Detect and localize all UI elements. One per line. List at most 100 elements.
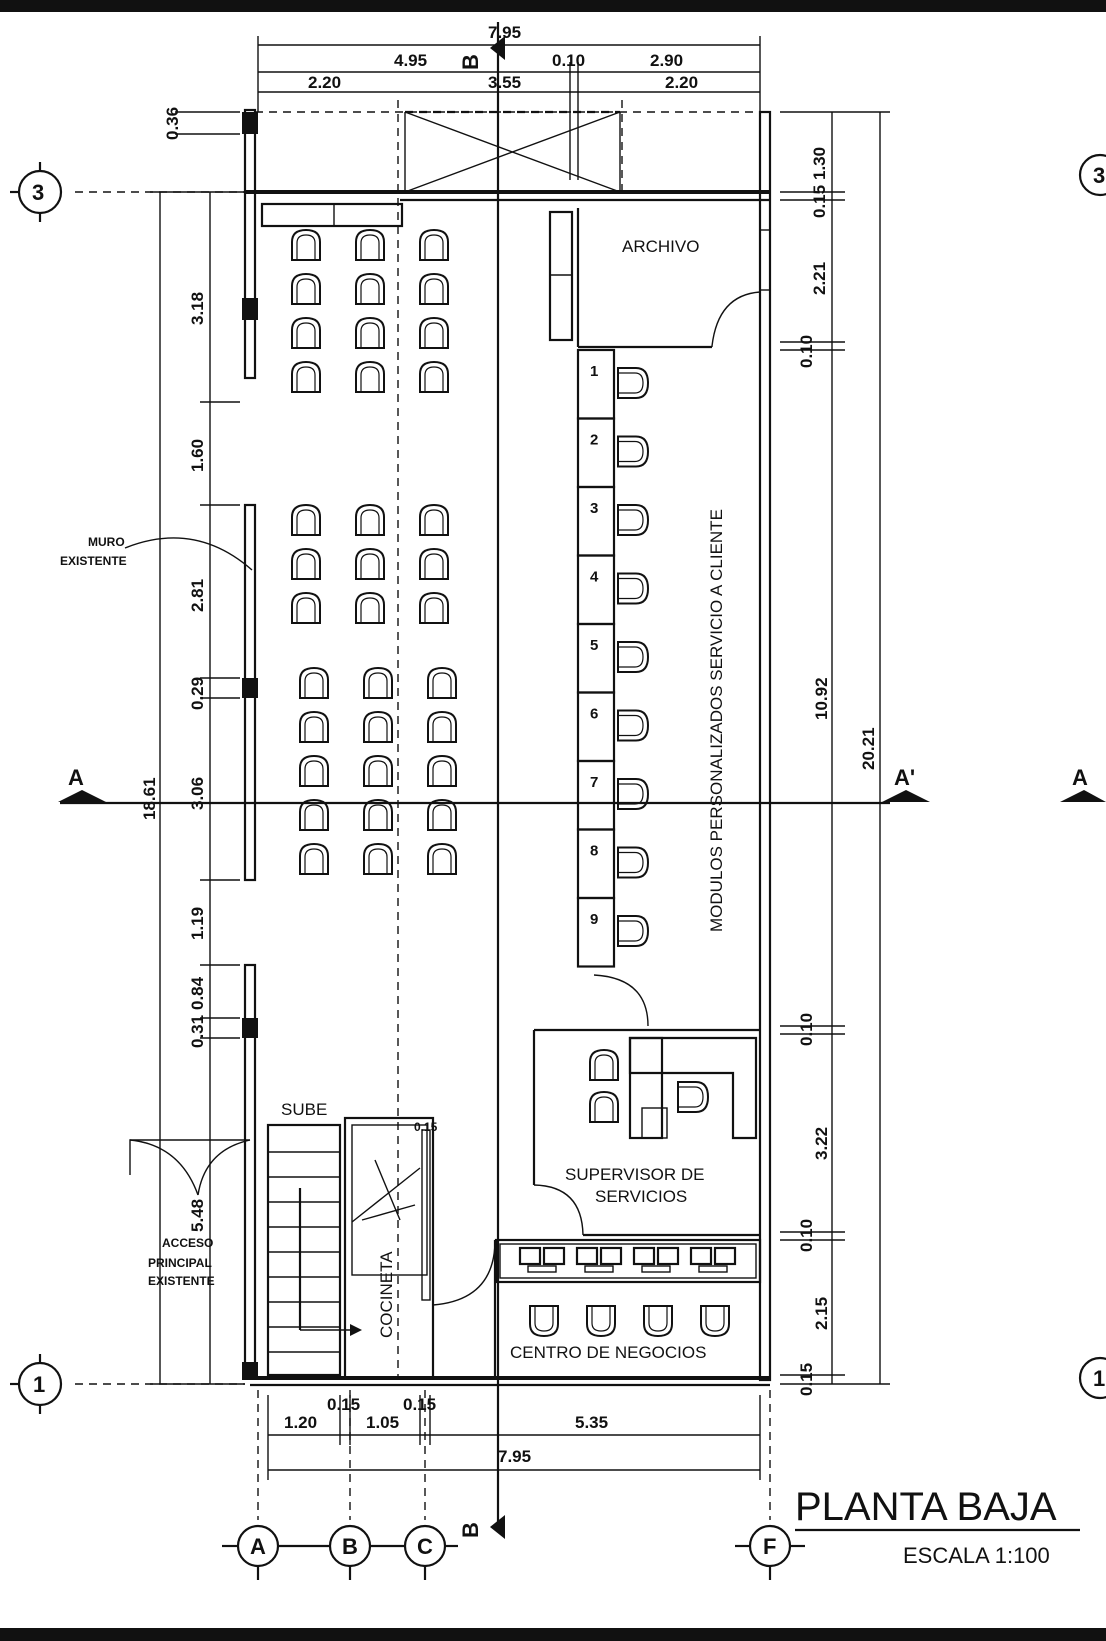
waiting-chair bbox=[355, 273, 385, 305]
workstation-chair bbox=[586, 1305, 616, 1337]
centro-label: CENTRO DE NEGOCIOS bbox=[510, 1343, 706, 1362]
waiting-chair bbox=[291, 548, 321, 580]
module-number: 4 bbox=[590, 569, 599, 586]
grid-row-1: 1 bbox=[33, 1372, 45, 1397]
keyboard bbox=[527, 1265, 557, 1273]
module-cell bbox=[576, 896, 616, 968]
monitor bbox=[689, 1246, 713, 1266]
waiting-chair bbox=[355, 592, 385, 624]
waiting-chair bbox=[419, 361, 449, 393]
module-number: 8 bbox=[590, 843, 598, 860]
grid-col-a: A bbox=[250, 1534, 266, 1559]
left-wall-upper bbox=[243, 108, 257, 380]
module-cell bbox=[576, 554, 616, 626]
waiting-chair bbox=[291, 273, 321, 305]
top-border bbox=[0, 0, 1106, 12]
dim-right-a: 1.30 bbox=[810, 147, 829, 180]
waiting-chair bbox=[299, 843, 329, 875]
waiting-chair bbox=[427, 843, 457, 875]
waiting-chair bbox=[363, 711, 393, 743]
cocineta-room bbox=[343, 1116, 497, 1380]
modulos-label: MODULOS PERSONALIZADOS SERVICIO A CLIENT… bbox=[707, 509, 726, 932]
module-number: 7 bbox=[590, 774, 598, 791]
dim-bot-d: 0.15 bbox=[403, 1395, 436, 1414]
dim-right-e: 10.92 bbox=[812, 677, 831, 720]
main-entrance bbox=[129, 1139, 251, 1196]
module-chair bbox=[617, 778, 649, 810]
dim-left-d: 2.81 bbox=[188, 579, 207, 612]
waiting-chair bbox=[419, 548, 449, 580]
dim-right-h: 0.10 bbox=[797, 1219, 816, 1252]
waiting-chair bbox=[291, 317, 321, 349]
workstation-chair bbox=[700, 1305, 730, 1337]
module-chair bbox=[617, 846, 649, 879]
dim-right-total: 20.21 bbox=[859, 727, 878, 770]
module-cell bbox=[576, 348, 616, 420]
section-b-top: B bbox=[458, 54, 483, 70]
waiting-chair bbox=[363, 843, 393, 875]
module-cell bbox=[576, 485, 616, 557]
waiting-chair bbox=[355, 229, 385, 261]
sube-label: SUBE bbox=[281, 1100, 327, 1119]
plan-scale: ESCALA 1:100 bbox=[903, 1543, 1050, 1568]
dim-left-b: 3.18 bbox=[188, 292, 207, 325]
supervisor-room bbox=[532, 1028, 760, 1237]
centro-negocios bbox=[494, 1238, 762, 1284]
archivo-room bbox=[548, 208, 761, 349]
monitor bbox=[713, 1246, 737, 1266]
waiting-chair bbox=[419, 592, 449, 624]
dim-left-total: 18.61 bbox=[140, 777, 159, 820]
supervisor-label-1: SUPERVISOR DE bbox=[565, 1165, 705, 1184]
module-chair bbox=[617, 367, 649, 399]
dim-right-g: 3.22 bbox=[812, 1127, 831, 1160]
module-cell bbox=[576, 759, 616, 831]
section-a-right: A' bbox=[894, 765, 915, 790]
dim-top-a: 4.95 bbox=[394, 51, 427, 70]
waiting-chair bbox=[299, 667, 329, 699]
bottom-border bbox=[0, 1628, 1106, 1641]
waiting-chair bbox=[427, 755, 457, 787]
stair-steps bbox=[268, 1151, 340, 1353]
dim-left-j: 5.48 bbox=[188, 1199, 207, 1232]
module-number: 3 bbox=[590, 500, 598, 517]
dim-left-c: 1.60 bbox=[188, 439, 207, 472]
keyboard bbox=[584, 1265, 614, 1273]
dim-left-f: 3.06 bbox=[188, 777, 207, 810]
waiting-chair bbox=[299, 755, 329, 787]
module-number: 5 bbox=[590, 637, 598, 654]
waiting-chair bbox=[363, 799, 393, 831]
dim-left-e: 0.29 bbox=[188, 677, 207, 710]
waiting-chair bbox=[427, 711, 457, 743]
dim-top-f: 2.20 bbox=[665, 73, 698, 92]
dim-right-f: 0.10 bbox=[797, 1013, 816, 1046]
waiting-chair bbox=[291, 361, 321, 393]
grid-row-3-partial: 3 bbox=[1093, 163, 1105, 188]
monitor bbox=[518, 1246, 542, 1266]
workstation-chair bbox=[643, 1305, 673, 1337]
waiting-chair bbox=[355, 548, 385, 580]
module-chair bbox=[617, 709, 649, 742]
muro-leader bbox=[124, 537, 253, 571]
dim-top-total: 7.95 bbox=[488, 23, 521, 42]
dim-top-c: 2.90 bbox=[650, 51, 683, 70]
dim-bot-b: 0.15 bbox=[327, 1395, 360, 1414]
waiting-chair bbox=[427, 799, 457, 831]
waiting-chairs bbox=[291, 229, 457, 875]
waiting-chair bbox=[419, 504, 449, 536]
waiting-chair bbox=[363, 755, 393, 787]
waiting-chair bbox=[363, 667, 393, 699]
dim-top-e: 3.55 bbox=[488, 73, 521, 92]
archivo-label: ARCHIVO bbox=[622, 237, 699, 256]
module-number: 6 bbox=[590, 706, 598, 723]
module-cell bbox=[576, 417, 616, 489]
module-cell bbox=[576, 691, 616, 763]
module-number: 2 bbox=[590, 432, 598, 449]
dim-left-i: 0.31 bbox=[188, 1015, 207, 1048]
supervisor-label-2: SERVICIOS bbox=[595, 1187, 687, 1206]
waiting-chair bbox=[299, 799, 329, 831]
dim-top-b: 0.10 bbox=[552, 51, 585, 70]
module-door-swing bbox=[593, 974, 649, 1027]
grid-row-3: 3 bbox=[32, 180, 44, 205]
